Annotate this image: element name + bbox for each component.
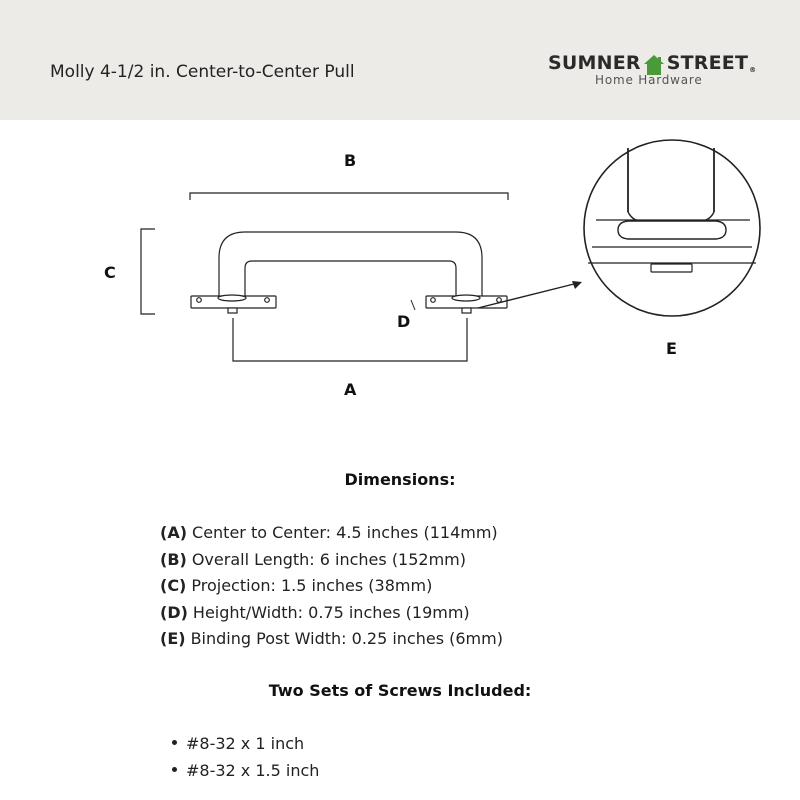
dimension-text: Overall Length: 6 inches (152mm) xyxy=(191,549,467,569)
dimension-b-bracket xyxy=(189,192,509,200)
dimension-text: Center to Center: 4.5 inches (114mm) xyxy=(192,523,498,542)
dimension-key: (C) xyxy=(160,576,187,595)
right-screw-hole-1 xyxy=(430,297,436,303)
screw-item-text: #8-32 x 1 inch xyxy=(186,734,305,753)
brand-name-left: SUMNER xyxy=(548,52,641,74)
detail-collar xyxy=(617,220,727,240)
bullet-icon xyxy=(172,740,177,745)
dimension-d-marker xyxy=(410,299,416,311)
detail-pointer-line xyxy=(477,282,579,309)
dimension-key: (B) xyxy=(160,549,187,569)
handle-inner-line xyxy=(244,260,457,296)
dimension-key: (E) xyxy=(160,629,186,648)
dimension-item-a: (A)Center to Center: 4.5 inches (114mm) xyxy=(160,520,503,547)
detail-circle xyxy=(583,139,761,317)
dimension-key: (A) xyxy=(160,523,188,542)
left-screw-hole-1 xyxy=(196,297,202,303)
dimension-key: (D) xyxy=(160,602,188,622)
bullet-icon xyxy=(172,766,177,772)
pull-diagram: B C D E A xyxy=(0,120,800,440)
brand-logo: SUMNER STREET ® Home Hardware xyxy=(548,52,763,97)
house-icon xyxy=(643,54,665,76)
label-b: B xyxy=(344,151,357,170)
label-e: E xyxy=(666,339,677,358)
brand-tagline: Home Hardware xyxy=(595,73,703,87)
dimension-c-bracket xyxy=(140,228,155,315)
pull-drawing xyxy=(140,139,761,362)
dimension-item-d: (D)Height/Width: 0.75 inches (19mm) xyxy=(160,600,503,627)
screw-item-text: #8-32 x 1.5 inch xyxy=(186,760,320,780)
dimension-item-c: (C)Projection: 1.5 inches (38mm) xyxy=(160,573,503,600)
dimensions-list: (A)Center to Center: 4.5 inches (114mm) … xyxy=(160,520,503,653)
left-screw-hole-2 xyxy=(264,297,270,303)
right-post-ring xyxy=(451,294,481,302)
registered-mark: ® xyxy=(749,66,757,74)
dimension-a-bracket xyxy=(232,318,468,362)
dimension-item-b: (B)Overall Length: 6 inches (152mm) xyxy=(160,547,503,574)
brand-name: SUMNER STREET ® xyxy=(548,52,763,76)
brand-name-right: STREET xyxy=(666,52,749,74)
screws-heading: Two Sets of Screws Included: xyxy=(268,681,532,700)
left-binding-post xyxy=(227,307,238,314)
product-title: Molly 4-1/2 in. Center-to-Center Pull xyxy=(50,62,355,82)
dimension-text: Binding Post Width: 0.25 inches (6mm) xyxy=(190,629,503,648)
label-d: D xyxy=(397,312,411,331)
dimension-text: Projection: 1.5 inches (38mm) xyxy=(191,576,433,595)
right-binding-post xyxy=(461,307,472,314)
label-a: A xyxy=(344,380,357,399)
left-post-ring xyxy=(217,294,247,302)
detail-stem xyxy=(627,148,715,212)
detail-pointer-arrowhead xyxy=(572,281,582,289)
screws-list: #8-32 x 1 inch #8-32 x 1.5 inch xyxy=(172,731,319,784)
dimension-item-e: (E)Binding Post Width: 0.25 inches (6mm) xyxy=(160,626,503,653)
screw-item: #8-32 x 1 inch xyxy=(172,731,319,758)
handle-outer-line xyxy=(218,231,483,296)
dimensions-heading: Dimensions: xyxy=(344,470,456,489)
detail-binding-post xyxy=(650,263,693,273)
header-band: Molly 4-1/2 in. Center-to-Center Pull SU… xyxy=(0,0,800,120)
dimension-text: Height/Width: 0.75 inches (19mm) xyxy=(192,602,470,622)
screw-item: #8-32 x 1.5 inch xyxy=(172,758,319,785)
label-c: C xyxy=(104,263,116,282)
